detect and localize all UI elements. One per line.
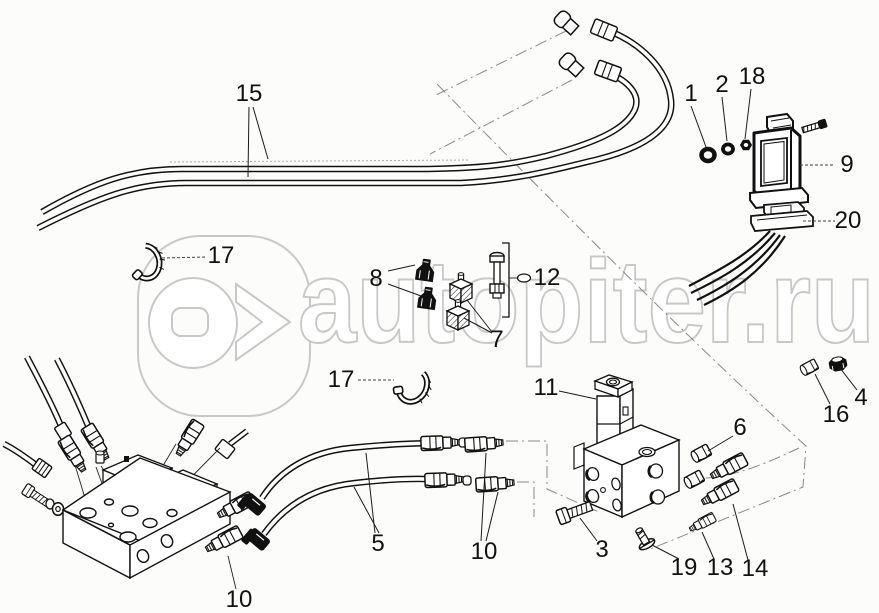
callout-20: 20	[834, 207, 862, 234]
callout-17: 17	[207, 242, 235, 269]
solenoid-tower	[593, 374, 634, 448]
construction-lines	[429, 30, 807, 551]
elbow-fitting-top-2	[558, 52, 623, 83]
nut-4	[828, 356, 848, 372]
bolt-assembly-12	[489, 242, 532, 318]
callout-14: 14	[741, 555, 769, 582]
callout-4: 4	[854, 384, 868, 411]
elbow-5-lower	[241, 528, 270, 551]
callout-15: 15	[235, 80, 263, 107]
callout-17-b: 17	[327, 366, 355, 393]
elbow-5-upper	[237, 493, 266, 516]
inlet-hoses	[24, 355, 100, 442]
callout-10-b: 10	[225, 586, 253, 613]
screw-top-right	[801, 118, 828, 134]
watermark-logo-chevron	[235, 282, 292, 362]
seal-ring-1	[699, 146, 717, 164]
manifold-block-left	[2, 355, 257, 590]
screw-19	[635, 527, 656, 551]
wires	[688, 230, 786, 306]
seal-ring-2	[721, 142, 735, 156]
watermark-text: autopiter.ru	[298, 236, 875, 368]
watermark-logo-a	[148, 277, 238, 369]
watermark-logo-frame	[137, 235, 311, 417]
elbow-fitting-top-1	[553, 10, 619, 42]
watermark: autopiter.ru	[137, 235, 876, 417]
left-stub-hose	[2, 441, 53, 479]
callout-9: 9	[840, 151, 854, 178]
block-ports	[79, 498, 178, 564]
callout-18: 18	[738, 63, 766, 90]
callout-7: 7	[490, 326, 504, 353]
callout-3: 3	[595, 536, 609, 563]
callout-16: 16	[822, 401, 850, 428]
callout-2: 2	[715, 71, 729, 98]
callout-5: 5	[371, 530, 385, 557]
callout-19: 19	[670, 554, 698, 581]
callout-12: 12	[533, 264, 561, 291]
hoses-5	[237, 434, 472, 551]
hose-5-upper	[259, 439, 441, 500]
callout-1: 1	[684, 80, 698, 107]
block-body	[61, 454, 232, 580]
callout-6: 6	[733, 414, 747, 441]
callout-10: 10	[470, 538, 498, 565]
nut-18	[740, 139, 752, 151]
hose-bundle-15	[36, 10, 675, 231]
hose-15-b	[40, 67, 640, 215]
hose-15-a	[36, 24, 675, 231]
leader-lines	[247, 88, 858, 561]
hose-5-lower	[261, 475, 445, 536]
hose-5-cap-lower	[462, 475, 472, 486]
callout-11: 11	[533, 374, 559, 401]
callout-8: 8	[369, 265, 383, 292]
callout-13: 13	[706, 554, 734, 581]
stub-fitting-b	[214, 428, 249, 460]
connector-20	[688, 201, 814, 306]
plug-small	[95, 450, 105, 464]
leader-lines-dotted	[161, 164, 835, 381]
